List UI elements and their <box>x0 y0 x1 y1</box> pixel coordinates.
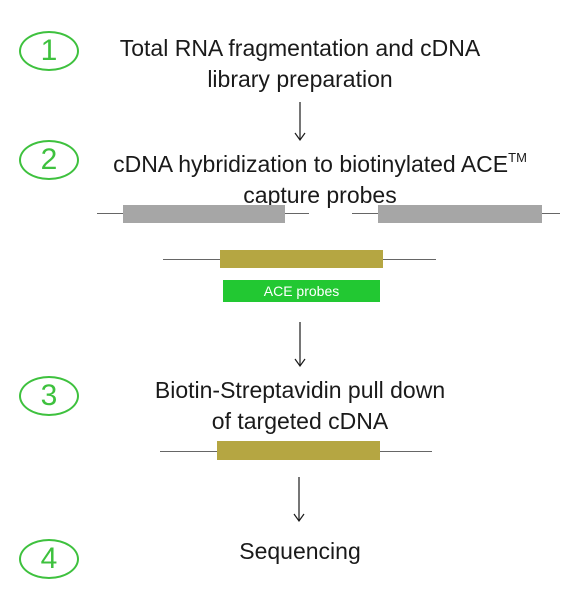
step-3-number: 3 <box>19 376 79 416</box>
step-3-line1: Biotin-Streptavidin pull down <box>154 377 446 403</box>
pulldown-target-bar <box>217 441 380 460</box>
step-4-line1: Sequencing <box>239 538 361 564</box>
down-arrow-icon <box>293 477 305 523</box>
trademark-sup: TM <box>508 150 527 165</box>
step-1-line2: library preparation <box>207 66 393 92</box>
step-2-line2: capture probes <box>243 182 397 208</box>
step-1-line1: Total RNA fragmentation and cDNA <box>119 35 481 61</box>
step-2-text: cDNA hybridization to biotinylated ACETM… <box>90 142 550 211</box>
cdna-right-bar <box>378 205 542 223</box>
down-arrow-icon <box>294 102 306 142</box>
down-arrow-icon <box>294 322 306 368</box>
hybrid-target-bar <box>220 250 383 268</box>
step-2-line1-main: cDNA hybridization to biotinylated ACE <box>113 151 509 177</box>
step-3-line2: of targeted cDNA <box>211 408 389 434</box>
step-2-line1: cDNA hybridization to biotinylated ACETM <box>90 142 550 180</box>
step-1-text: Total RNA fragmentation and cDNA library… <box>90 33 510 95</box>
cdna-left-bar <box>123 205 285 223</box>
ace-probes-box: ACE probes <box>223 280 380 302</box>
step-1-number: 1 <box>19 31 79 71</box>
step-3-text: Biotin-Streptavidin pull down of targete… <box>90 375 510 437</box>
step-2-number: 2 <box>19 140 79 180</box>
step-4-number: 4 <box>19 539 79 579</box>
step-4-text: Sequencing <box>150 536 450 567</box>
